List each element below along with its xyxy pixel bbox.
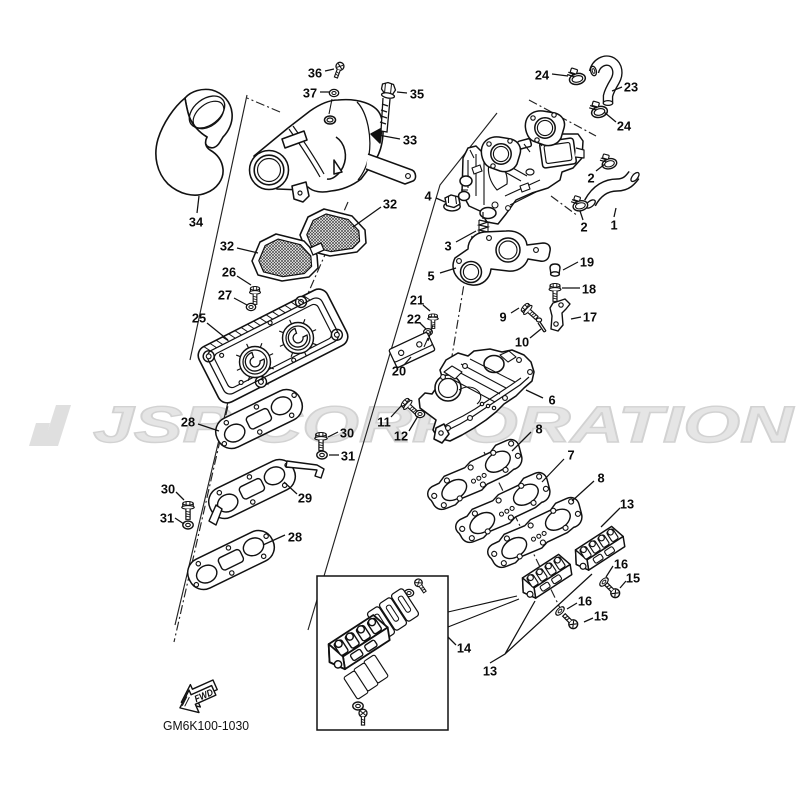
svg-text:34: 34 <box>189 215 204 230</box>
svg-text:21: 21 <box>410 293 424 308</box>
svg-text:3: 3 <box>444 239 451 254</box>
svg-text:8: 8 <box>535 422 542 437</box>
svg-text:9: 9 <box>499 310 506 325</box>
svg-text:37: 37 <box>303 86 317 101</box>
svg-text:7: 7 <box>567 448 574 463</box>
svg-text:17: 17 <box>583 310 597 325</box>
svg-text:36: 36 <box>308 66 322 81</box>
svg-text:30: 30 <box>161 482 175 497</box>
svg-text:32: 32 <box>383 197 397 212</box>
svg-text:16: 16 <box>614 557 628 572</box>
svg-text:14: 14 <box>457 641 472 656</box>
svg-text:26: 26 <box>222 265 236 280</box>
svg-text:6: 6 <box>548 393 555 408</box>
svg-text:29: 29 <box>298 491 312 506</box>
svg-text:15: 15 <box>594 609 608 624</box>
svg-text:31: 31 <box>160 511 174 526</box>
svg-text:1: 1 <box>610 218 617 233</box>
svg-text:10: 10 <box>515 335 529 350</box>
svg-text:19: 19 <box>580 255 594 270</box>
svg-text:24: 24 <box>535 68 550 83</box>
svg-text:27: 27 <box>218 288 232 303</box>
svg-text:18: 18 <box>582 282 596 297</box>
svg-text:2: 2 <box>580 220 587 235</box>
svg-text:4: 4 <box>424 189 432 204</box>
svg-text:24: 24 <box>617 119 632 134</box>
svg-text:13: 13 <box>483 664 497 679</box>
svg-text:28: 28 <box>181 415 195 430</box>
svg-text:20: 20 <box>392 364 406 379</box>
svg-text:12: 12 <box>394 429 408 444</box>
svg-text:35: 35 <box>410 87 424 102</box>
svg-text:22: 22 <box>407 312 421 327</box>
svg-text:2: 2 <box>587 171 594 186</box>
svg-text:13: 13 <box>620 497 634 512</box>
svg-text:28: 28 <box>288 530 302 545</box>
svg-text:25: 25 <box>192 311 206 326</box>
svg-text:16: 16 <box>578 594 592 609</box>
svg-text:31: 31 <box>341 449 355 464</box>
svg-text:11: 11 <box>377 415 391 430</box>
svg-text:15: 15 <box>626 571 640 586</box>
svg-text:32: 32 <box>220 239 234 254</box>
svg-text:30: 30 <box>340 426 354 441</box>
svg-text:8: 8 <box>597 471 604 486</box>
svg-text:5: 5 <box>427 269 434 284</box>
svg-text:23: 23 <box>624 80 638 95</box>
svg-text:GM6K100-1030: GM6K100-1030 <box>163 718 249 733</box>
svg-text:33: 33 <box>403 133 417 148</box>
